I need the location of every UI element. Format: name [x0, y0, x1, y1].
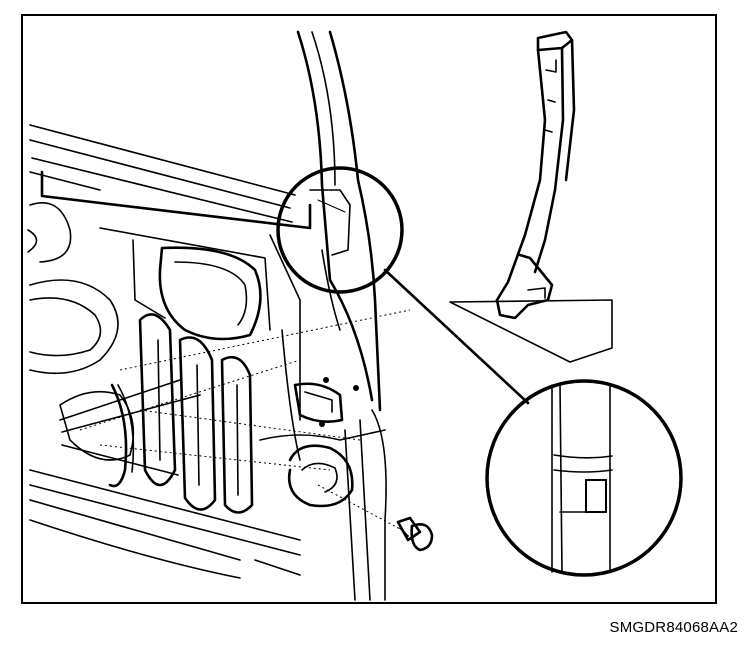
screw-bolt — [317, 484, 434, 552]
door-inner-panel — [27, 124, 411, 579]
door-frame-pillar — [296, 30, 387, 601]
figure-frame — [21, 14, 717, 604]
callout-source-circle — [276, 166, 404, 294]
figure-code-label: SMGDR84068AA2 — [609, 619, 738, 636]
callout-leader-line — [383, 268, 530, 405]
callout-detail-circle — [485, 379, 683, 577]
window-channel-part — [449, 30, 613, 363]
latch-area — [259, 377, 386, 508]
